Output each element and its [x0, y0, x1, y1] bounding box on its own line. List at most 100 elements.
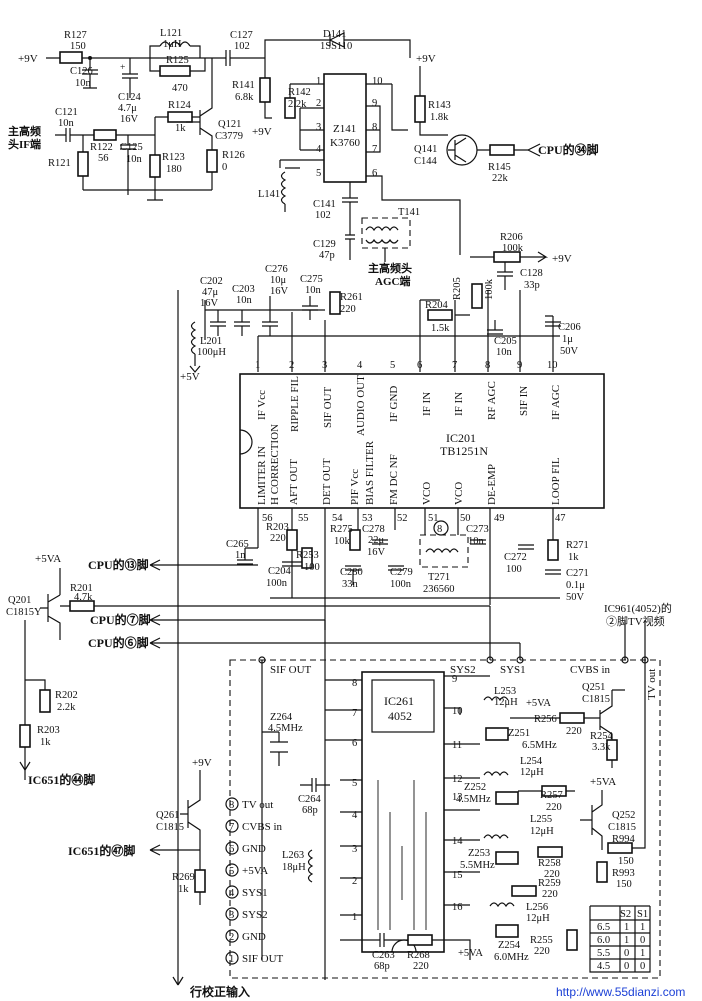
- svg-text:VCO: VCO: [453, 482, 465, 505]
- q141-ref: Q141: [414, 144, 437, 155]
- c126-value: 10n: [75, 78, 92, 89]
- svg-text:1: 1: [624, 922, 629, 933]
- c141-ref: C141: [313, 199, 336, 210]
- c275-ref: C275: [300, 274, 323, 285]
- supply-5va-l253: +5VA: [526, 698, 551, 709]
- svg-text:1: 1: [640, 948, 645, 959]
- r141-supply: +9V: [252, 126, 272, 138]
- l201-ref: L201: [200, 336, 222, 347]
- svg-text:10: 10: [547, 360, 558, 371]
- c279-value: 100n: [390, 579, 412, 590]
- r141-ref: R141: [232, 80, 255, 91]
- c128-value: 33p: [524, 280, 540, 291]
- ic961-label-2: ②脚TV视频: [606, 614, 665, 628]
- c276-ref: C276: [265, 264, 288, 275]
- resistor-r253: [301, 547, 313, 569]
- c205-value: 10n: [496, 347, 513, 358]
- ic201-section: C202 47μ 16V C203 10n C276 10μ 16V C275 …: [180, 264, 605, 630]
- r126-value: 0: [222, 162, 227, 173]
- svg-text:LOOP FIL: LOOP FIL: [550, 457, 562, 505]
- z264-ref: Z264: [270, 712, 293, 723]
- c125-ref: C125: [120, 142, 143, 153]
- resistor-r141: [259, 77, 271, 103]
- svg-text:IF AGC: IF AGC: [550, 385, 562, 420]
- r141-value: 6.8k: [235, 92, 254, 103]
- resistor-r125: [159, 65, 191, 77]
- d141-part: 1SS110: [320, 41, 352, 52]
- filter-z252: L254 12μH Z252 4.5MHz R257 220: [456, 756, 575, 813]
- c206-ref: C206: [558, 322, 581, 333]
- l121-value: 1μH: [163, 39, 182, 50]
- svg-text:S2: S2: [620, 909, 631, 920]
- svg-text:6: 6: [352, 738, 357, 749]
- svg-text:L254: L254: [520, 756, 543, 767]
- svg-text:8: 8: [229, 800, 234, 811]
- svg-text:IF GND: IF GND: [388, 386, 400, 422]
- svg-text:+5VA: +5VA: [242, 865, 268, 877]
- c276-value: 10μ: [270, 275, 287, 286]
- svg-text:53: 53: [362, 513, 373, 524]
- filter-z253: L255 12μH Z253 5.5MHz R258 220: [460, 814, 563, 880]
- resistor-r268: [407, 934, 433, 946]
- r203b-ref: R203: [266, 522, 289, 533]
- svg-text:6: 6: [417, 360, 422, 371]
- l121-ref: L121: [160, 28, 182, 39]
- svg-text:4: 4: [352, 810, 358, 821]
- c121-value: 10n: [58, 118, 75, 129]
- agc-label-1: 主高频头: [368, 261, 412, 275]
- svg-text:55: 55: [298, 513, 309, 524]
- bus-sys2: SYS2: [450, 664, 476, 676]
- svg-text:5: 5: [352, 778, 357, 789]
- svg-text:8: 8: [352, 678, 357, 689]
- r204-ref: R204: [425, 300, 449, 311]
- svg-text:C1815: C1815: [582, 694, 610, 705]
- resistor-r205: [471, 283, 483, 309]
- c264-value: 68p: [302, 805, 318, 816]
- ic201-top-pins: 1 2 3 4 5 6 7 8 9 10 IF Vcc RIPPLE FIL S…: [255, 360, 562, 436]
- q201-ref: Q201: [8, 595, 31, 606]
- svg-text:2: 2: [229, 932, 234, 943]
- c276-voltage: 16V: [270, 286, 289, 297]
- svg-text:R257: R257: [540, 790, 563, 801]
- supply-9v-q261: +9V: [192, 757, 212, 769]
- svg-text:GND: GND: [242, 843, 266, 855]
- svg-text:SYS1: SYS1: [242, 887, 268, 899]
- svg-text:GND: GND: [242, 931, 266, 943]
- svg-text:+: +: [120, 63, 125, 73]
- svg-text:16: 16: [452, 902, 463, 913]
- c202-ref: C202: [200, 276, 223, 287]
- r145-ref: R145: [488, 162, 511, 173]
- r121-ref: R121: [48, 158, 71, 169]
- z264-value: 4.5MHz: [268, 723, 303, 734]
- resistor-r271: [547, 539, 559, 561]
- svg-text:7: 7: [372, 144, 377, 155]
- r206-supply: +9V: [552, 253, 572, 265]
- svg-text:TV out: TV out: [242, 799, 273, 811]
- ic651-44-label: IC651的㊹脚: [28, 772, 95, 787]
- r143-value: 1.8k: [430, 112, 449, 123]
- svg-text:R994: R994: [612, 834, 636, 845]
- q141-part: C144: [414, 156, 438, 167]
- supply-5va-module: +5VA: [458, 948, 483, 959]
- c203-ref: C203: [232, 284, 255, 295]
- r145-value: 22k: [492, 173, 509, 184]
- r143-ref: R143: [428, 100, 451, 111]
- c265-ref: C265: [226, 539, 249, 550]
- svg-text:6.0MHz: 6.0MHz: [494, 952, 529, 963]
- c124-ref: C124: [118, 92, 142, 103]
- r261-value: 220: [340, 304, 356, 315]
- svg-text:5.5: 5.5: [597, 948, 610, 959]
- ic261-part: 4052: [388, 709, 412, 723]
- svg-text:4.5: 4.5: [597, 961, 610, 972]
- svg-text:12μH: 12μH: [494, 697, 518, 708]
- resistor-r122: [93, 129, 117, 141]
- t271-ref: T271: [428, 572, 450, 583]
- svg-text:0: 0: [640, 961, 645, 972]
- module-connector: 8 TV out 7 CVBS in 6 GND 5 +5VA 4 SYS1 3…: [225, 797, 284, 965]
- r123-value: 180: [166, 164, 182, 175]
- svg-text:2: 2: [316, 98, 321, 109]
- q201-section: CPU的⑬脚 +5VA Q201 C1815Y R201 4.7k CPU的⑦脚…: [6, 290, 520, 999]
- r125-ref: R125: [166, 55, 189, 66]
- svg-text:7: 7: [452, 360, 457, 371]
- c127-value: 102: [234, 41, 250, 52]
